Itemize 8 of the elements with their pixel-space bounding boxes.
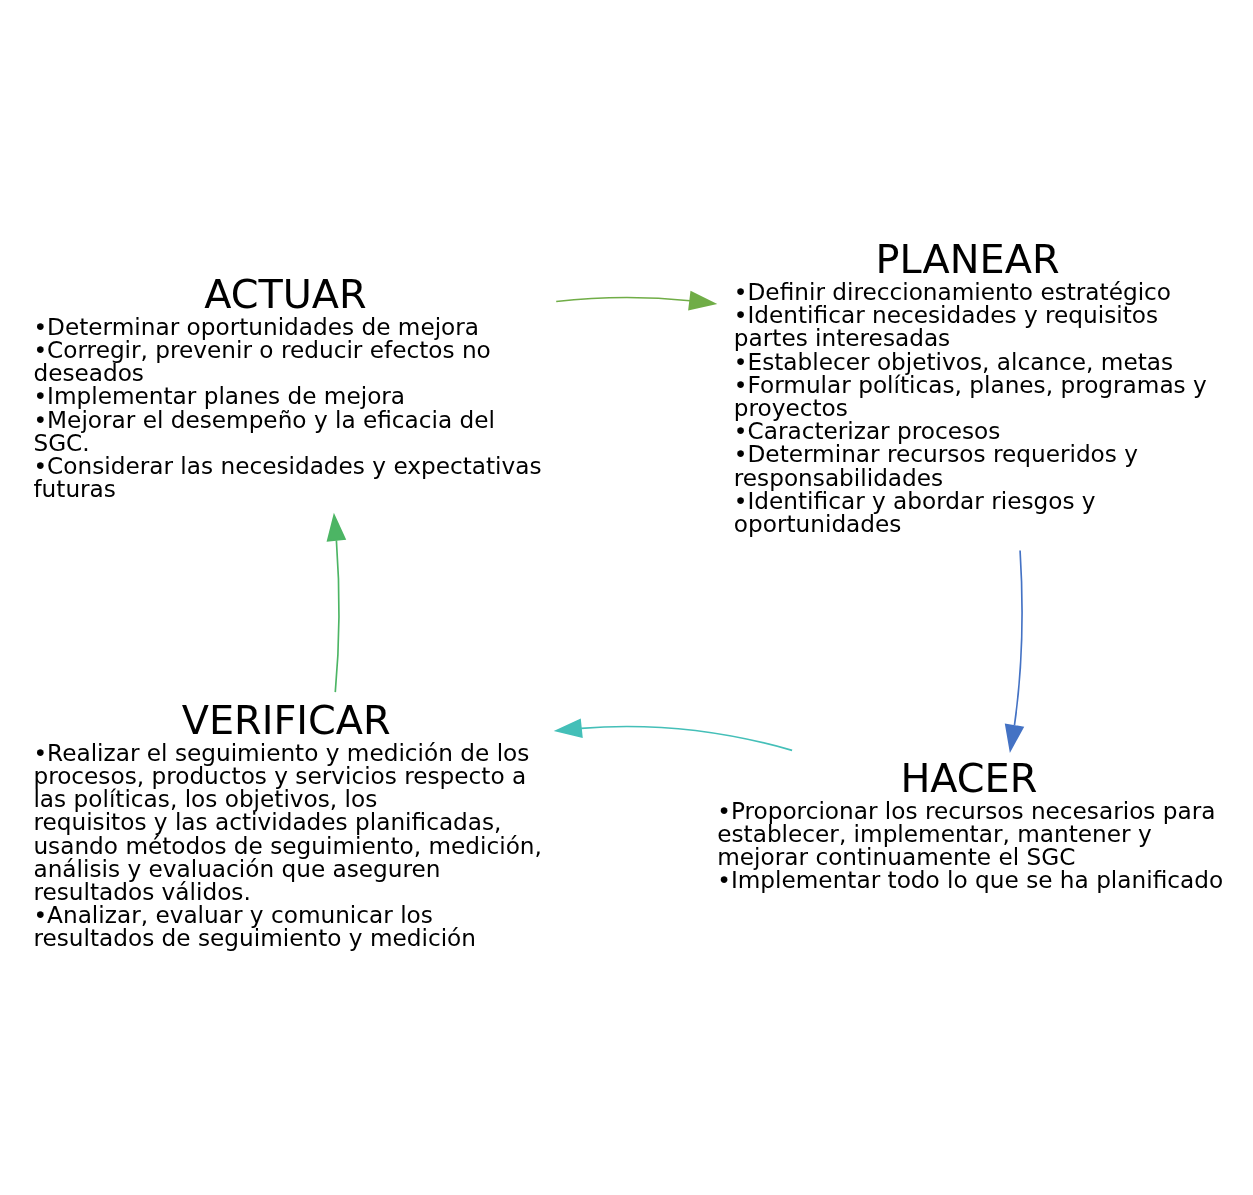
node-text: VERIFICAR •Realizar el seguimiento y medición de los procesos, productos y servicios respecto a las políticas, los objetivos, los requisitos y las actividades planificadas, usando métodos de seguimiento, medición, análisis y evaluación que aseguren resultados válidos. •Analizar, evaluar y comunicar los resultados de seguimiento y medición: [33, 696, 542, 951]
node-text: HACER •Proporcionar los recursos necesarios para establecer, implementar, mantener y mejorar continuamente el SGC •Implementar todo lo que se ha planificado: [717, 754, 1224, 893]
arrow: [326, 512, 347, 693]
node-text: PLANEAR •Definir direccionamiento estratégico •Identificar necesidades y requisitos partes interesadas •Establecer objetivos, alcance, metas •Formular políticas, planes, programas y proyectos •Caracterizar procesos •Determinar recursos requeridos y responsabilidades •Identificar y abordar riesgos y oportunidades: [733, 235, 1207, 537]
node-text: ACTUAR •Determinar oportunidades de mejora •Corregir, prevenir o reducir efectos no deseados •Implementar planes de mejora •Mejorar el desempeño y la eficacia del SGC. •Considerar las necesidades y expectativas futuras: [33, 270, 542, 502]
arrow: [553, 717, 793, 751]
arrow: [1004, 549, 1025, 753]
arrow: [555, 290, 718, 310]
